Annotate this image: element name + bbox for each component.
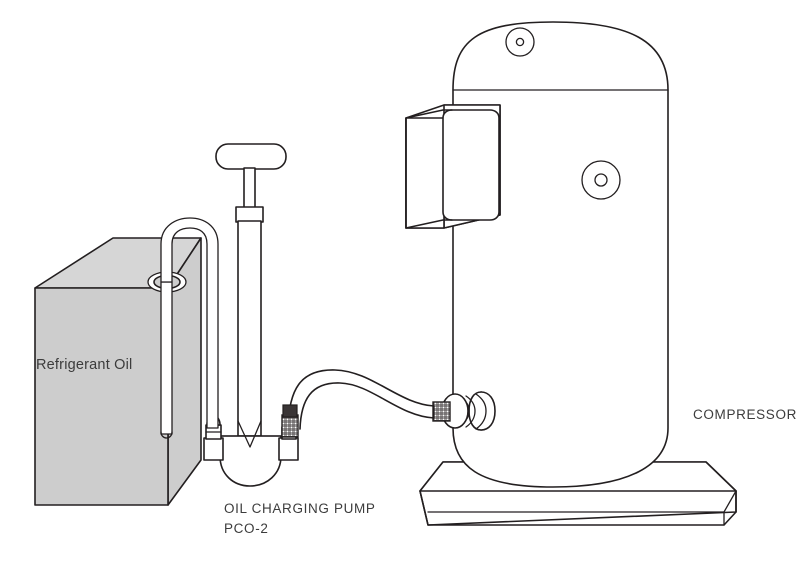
pump-t-handle[interactable] [215,143,287,170]
oil-container [34,237,202,506]
compressor-hose-fitting [432,391,496,431]
suction-tube-immersed [160,281,173,435]
discharge-hose [287,369,435,430]
pump-base [219,420,282,487]
oil-container-label: Refrigerant Oil [36,357,132,373]
hose-crimp-compressor [432,401,451,422]
hose-crimp-pump [281,414,299,438]
compressor-top-port [505,27,535,57]
oil-charging-pump [203,143,299,487]
compressor-body [452,21,669,488]
pump-collar [235,206,264,223]
terminal-box [405,104,501,229]
pump-barrel [237,220,262,437]
pump-model-label: PCO-2 [224,521,269,536]
compressor-label: COMPRESSOR [693,407,797,422]
compressor-side-port [581,160,621,200]
suction-tube [160,217,219,439]
pump-outlet-fitting [278,404,299,461]
pump-name-label: OIL CHARGING PUMP [224,501,376,516]
pump-plunger-rod [243,167,256,212]
